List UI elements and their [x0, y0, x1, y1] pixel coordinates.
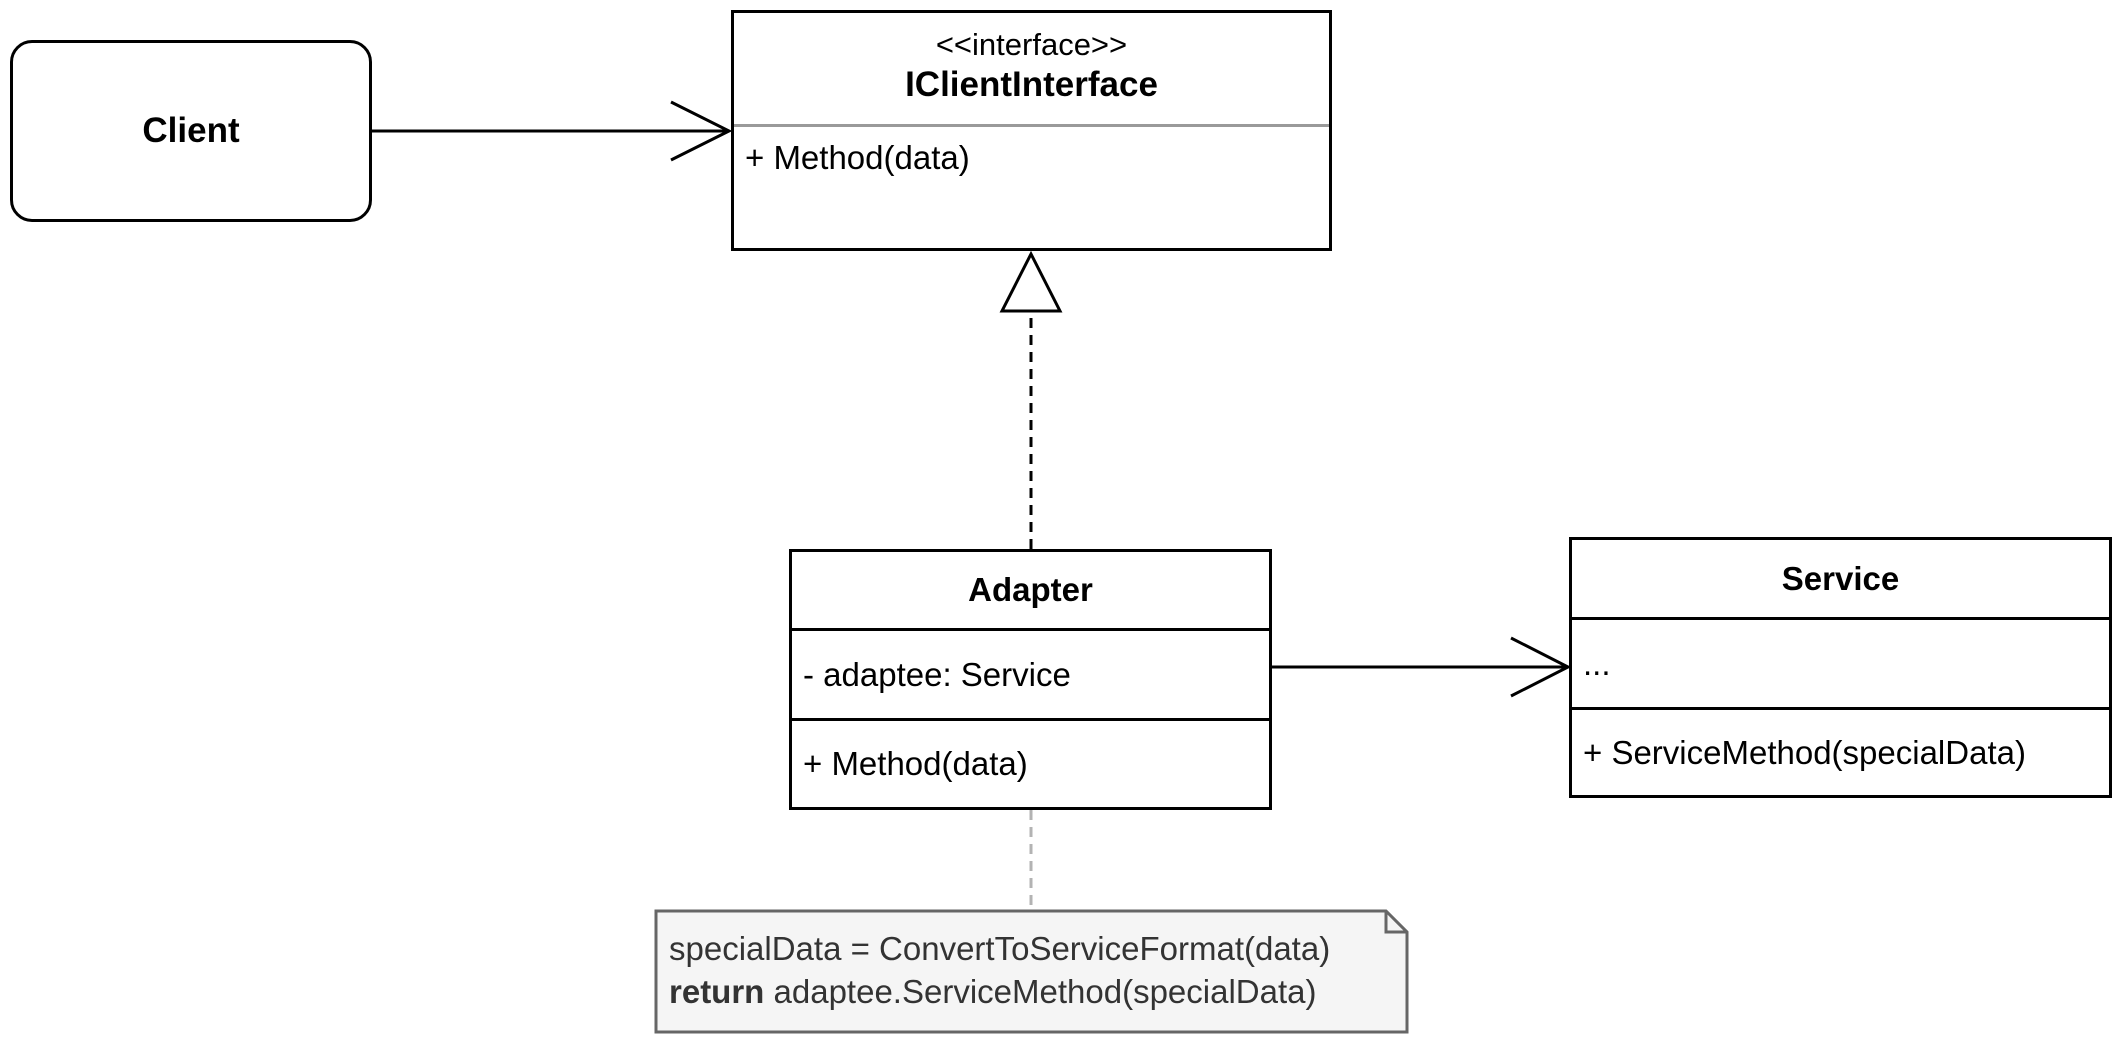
service-name: Service [1572, 540, 2109, 620]
note-line-2: return adaptee.ServiceMethod(specialData… [669, 970, 1330, 1013]
interface-method: + Method(data) [745, 139, 970, 176]
adapter-method: + Method(data) [803, 745, 1028, 782]
adapter-note[interactable]: specialData = ConvertToServiceFormat(dat… [669, 927, 1330, 1013]
client-interface-header: <<interface>> IClientInterface [734, 13, 1329, 127]
adapter-fields-section: - adaptee: Service [792, 631, 1269, 721]
adapter-field: - adaptee: Service [803, 655, 1071, 693]
service-box[interactable]: Service ... + ServiceMethod(specialData) [1569, 537, 2112, 798]
service-methods-section: + ServiceMethod(specialData) [1572, 710, 2109, 795]
note-line-1: specialData = ConvertToServiceFormat(dat… [669, 930, 1331, 967]
service-fields-section: ... [1572, 620, 2109, 710]
interface-stereotype: <<interface>> [935, 27, 1128, 62]
client-label: Client [142, 111, 240, 150]
realization-triangle-arrowhead [999, 250, 1063, 313]
service-field: ... [1583, 644, 1611, 682]
service-method: + ServiceMethod(specialData) [1583, 733, 2026, 771]
adapter-methods-section: + Method(data) [792, 721, 1269, 807]
note-return-keyword: return [669, 973, 765, 1010]
note-shape [654, 909, 1409, 1034]
note-fold-corner [1384, 911, 1407, 934]
note-return-expression: adaptee.ServiceMethod(specialData) [764, 973, 1317, 1010]
client-to-interface-arrowhead [670, 100, 733, 162]
adapter-box[interactable]: Adapter - adaptee: Service + Method(data… [789, 549, 1272, 810]
adapter-name: Adapter [792, 552, 1269, 631]
client-box[interactable]: Client [10, 40, 372, 222]
interface-name: IClientInterface [905, 65, 1158, 104]
client-interface-box[interactable]: <<interface>> IClientInterface + Method(… [731, 10, 1332, 251]
adapter-to-service-arrowhead [1510, 636, 1572, 698]
